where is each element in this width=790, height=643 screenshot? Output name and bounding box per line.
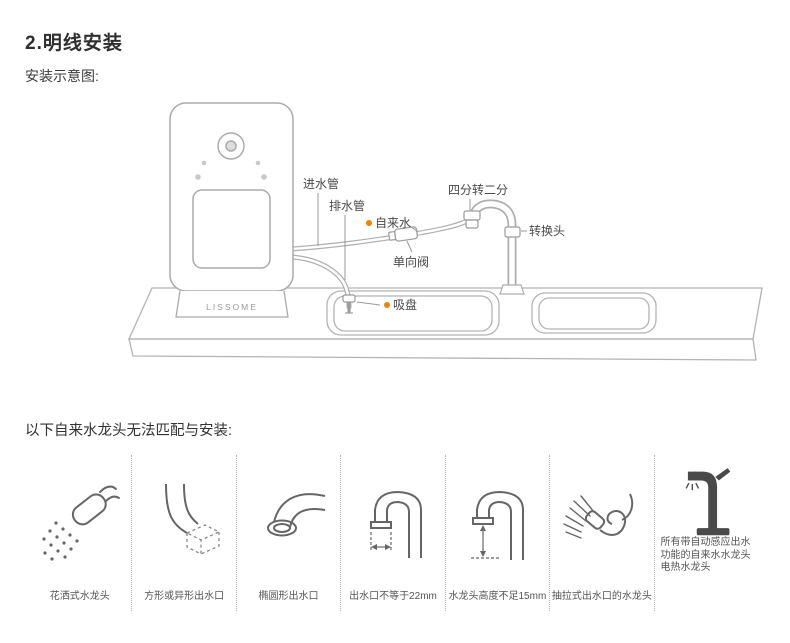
label-one-way-valve: 单向阀 (393, 255, 429, 269)
outlet-width-faucet-icon (343, 461, 442, 591)
orange-dot-icon (366, 220, 372, 226)
label-converter-head: 转换头 (529, 224, 565, 238)
low-height-faucet-icon (448, 461, 547, 591)
label-suction-cup-text: 吸盘 (393, 298, 418, 312)
device-indicator-dots (195, 160, 267, 180)
countertop (127, 287, 763, 361)
faucet-type-label: 椭圆形出水口 (258, 590, 319, 602)
faucet-type-label: 出水口不等于22mm (349, 590, 437, 602)
water-dispenser-device (169, 102, 294, 318)
converter-head-part (504, 226, 521, 238)
faucet-type-cell: 椭圆形出水口 (237, 455, 342, 611)
installation-diagram: LISSOME (127, 102, 763, 361)
suction-cup-part (342, 294, 356, 314)
faucet-type-cell: 水龙头高度不足15mm (446, 455, 551, 611)
label-one-way-valve-text: 单向阀 (393, 255, 430, 269)
sensor-faucet-icon (661, 461, 760, 537)
label-adapter-4to2: 四分转二分 (448, 183, 508, 197)
faucet-type-cell: 出水口不等于22mm (341, 455, 446, 611)
label-suction-cup: 吸盘 (384, 298, 417, 312)
faucet-type-label: 抽拉式出水口的水龙头 (551, 590, 652, 602)
incompatible-faucet-list: 花洒式水龙头 方形或异形出水口 (28, 455, 764, 611)
label-tap-water: 自来水 (366, 216, 411, 230)
faucet-type-label: 花洒式水龙头 (49, 590, 110, 602)
orange-dot-icon (384, 302, 390, 308)
one-way-valve-part (388, 226, 418, 242)
faucet-type-cell: 方形或异形出水口 (132, 455, 237, 611)
faucet-type-label: 所有带自动感应出水功能的自来水水龙头电热水龙头 (660, 537, 751, 573)
diagram-caption: 安装示意图: (25, 68, 99, 84)
oval-outlet-faucet-icon (239, 461, 338, 591)
faucet-type-cell: 所有带自动感应出水功能的自来水水龙头电热水龙头 (655, 455, 764, 611)
label-drain-pipe-text: 排水管 (329, 199, 366, 213)
square-outlet-faucet-icon (134, 461, 233, 591)
adapter-4to2-part (463, 210, 481, 229)
label-adapter-4to2-text: 四分转二分 (448, 183, 509, 197)
label-converter-head-text: 转换头 (529, 224, 566, 238)
faucet-type-label: 方形或异形出水口 (144, 590, 225, 602)
brand-text: LISSOME (206, 302, 258, 312)
shower-head-faucet-icon (30, 461, 129, 591)
label-drain-pipe: 排水管 (329, 199, 365, 213)
label-inlet-pipe-text: 进水管 (303, 177, 340, 191)
leader-lines (317, 193, 527, 306)
faucet-type-label: 水龙头高度不足15mm (448, 590, 547, 602)
label-inlet-pipe: 进水管 (303, 177, 339, 191)
pull-out-faucet-icon (552, 461, 651, 591)
incompatible-section-title: 以下自来水龙头无法匹配与安装: (25, 423, 233, 439)
faucet-type-cell: 花洒式水龙头 (28, 455, 133, 611)
label-tap-water-text: 自来水 (375, 216, 412, 230)
page-title: 2.明线安装 (25, 33, 123, 54)
faucet-type-cell: 抽拉式出水口的水龙头 (550, 455, 655, 611)
